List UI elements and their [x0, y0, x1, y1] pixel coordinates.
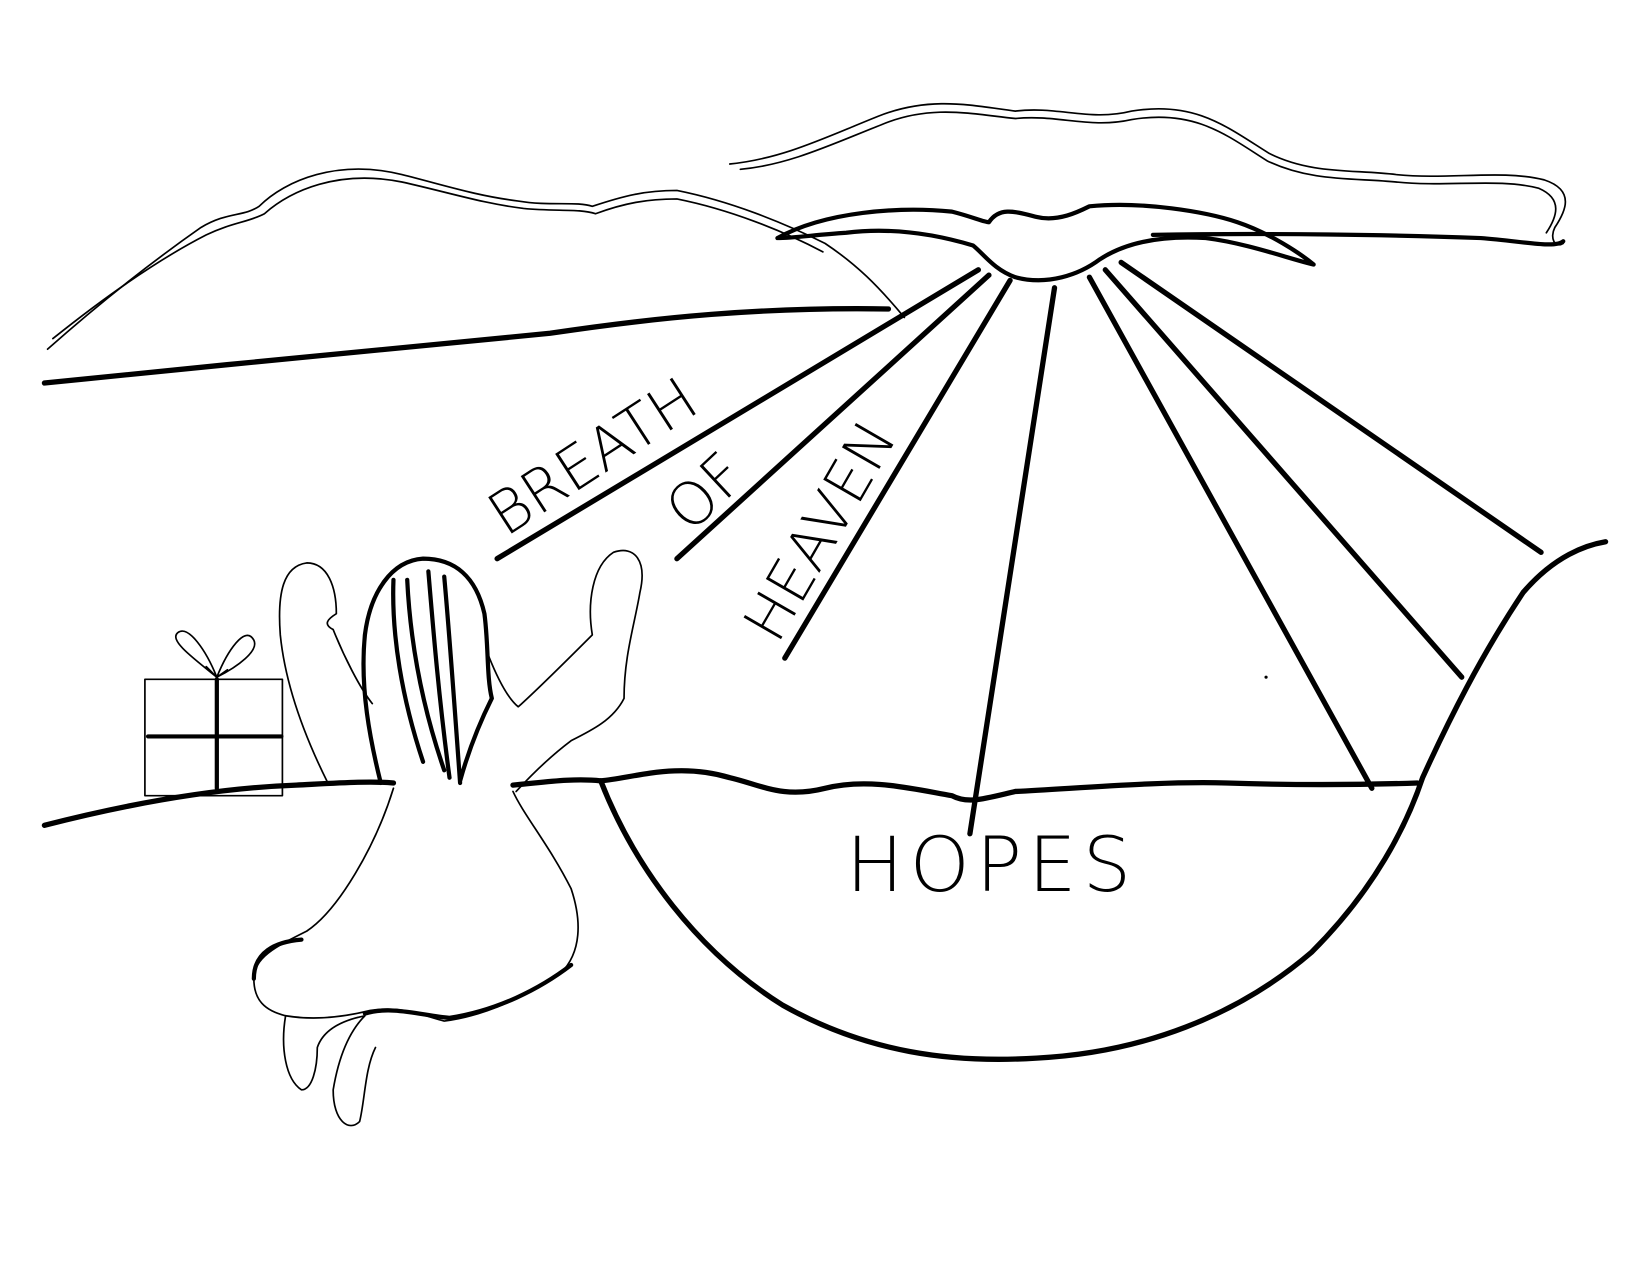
robe-hem — [251, 937, 574, 1020]
word-heaven: HEAVEN — [730, 409, 910, 652]
cloud-bottom-line — [1150, 231, 1566, 247]
cloud-right-inner — [739, 111, 1557, 234]
word-breath: BREATH — [476, 364, 710, 549]
hopes-bowl — [598, 539, 1609, 1062]
gift-box-icon — [144, 630, 284, 797]
feet — [282, 1014, 377, 1127]
ground-line — [41, 777, 604, 828]
cloud-left-inner — [52, 177, 824, 340]
water-line — [598, 768, 1420, 803]
light-rays — [494, 259, 1544, 837]
dove-icon — [775, 202, 1316, 283]
distant-hill — [41, 306, 892, 386]
ink-dot — [1264, 675, 1268, 679]
cloud-right — [728, 102, 1567, 246]
word-hopes: HOPES — [846, 820, 1137, 909]
hair — [361, 556, 494, 786]
right-hand — [487, 549, 643, 793]
robe — [253, 787, 579, 1022]
cloud-left — [46, 168, 906, 351]
left-hand — [278, 562, 374, 784]
praying-figure — [251, 549, 643, 1127]
